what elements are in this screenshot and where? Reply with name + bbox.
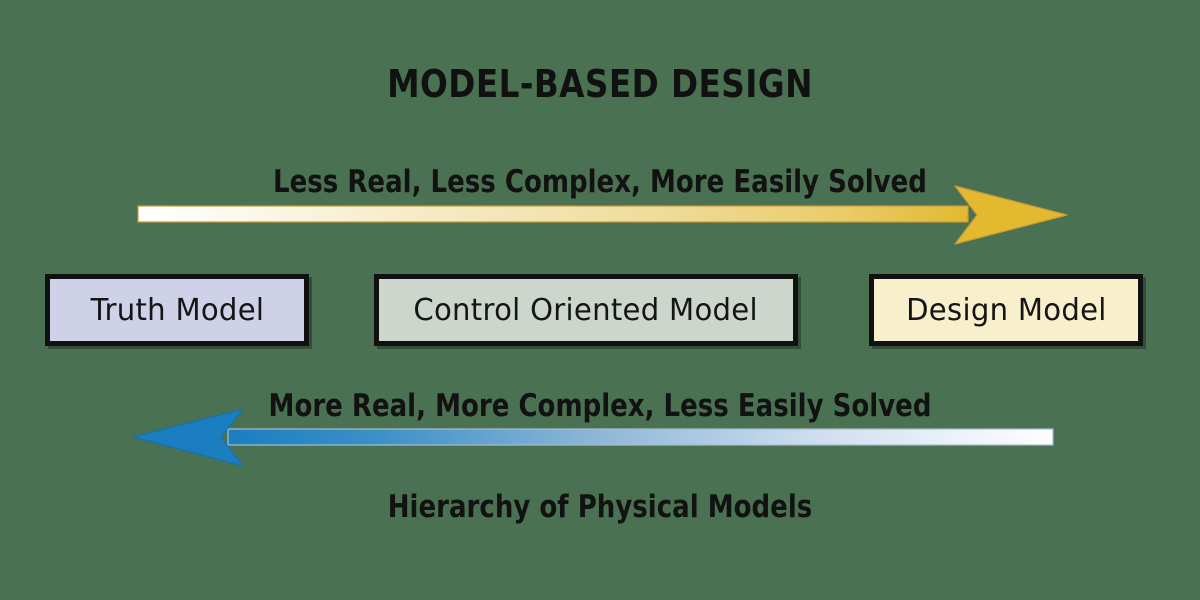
- model-box-row: Truth Model Control Oriented Model Desig…: [0, 274, 1200, 346]
- top-arrow-label: Less Real, Less Complex, More Easily Sol…: [273, 164, 927, 200]
- model-box-label: Control Oriented Model: [413, 292, 759, 328]
- bottom-arrow-shaft: [227, 428, 1054, 446]
- top-arrow-shaft: [137, 205, 969, 223]
- model-box-control-oriented-model[interactable]: Control Oriented Model: [374, 274, 798, 346]
- page-title: MODEL-BASED DESIGN: [387, 62, 813, 106]
- model-box-label: Truth Model: [90, 292, 264, 328]
- model-box-truth-model[interactable]: Truth Model: [45, 274, 309, 346]
- bottom-arrow-label: More Real, More Complex, Less Easily Sol…: [268, 388, 932, 424]
- footer-label: Hierarchy of Physical Models: [387, 489, 813, 525]
- model-box-design-model[interactable]: Design Model: [869, 274, 1143, 346]
- model-box-label: Design Model: [905, 292, 1107, 328]
